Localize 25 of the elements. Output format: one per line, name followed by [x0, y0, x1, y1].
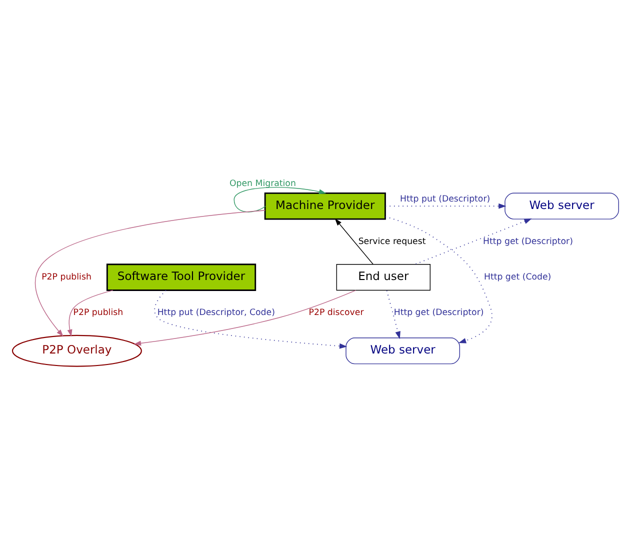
edge-label: Http get (Descriptor) — [483, 236, 573, 246]
arrow — [386, 290, 400, 339]
edge-label: Service request — [358, 236, 426, 246]
edge-label: Http put (Descriptor) — [400, 194, 490, 204]
edge-label: Open Migration — [229, 178, 296, 188]
arrow — [334, 218, 374, 264]
edge-label: P2P discover — [308, 308, 364, 318]
arrow — [385, 202, 506, 208]
edge-label: Http get (Descriptor) — [394, 308, 484, 318]
node-box: Web server — [346, 337, 460, 364]
arrow — [414, 218, 532, 264]
node-box: Web server — [504, 192, 619, 219]
node-box: Machine Provider — [264, 192, 386, 220]
arrow — [384, 216, 492, 343]
arrow — [134, 289, 356, 346]
arrow — [234, 186, 326, 212]
node-box: End user — [336, 264, 431, 290]
arrow — [34, 210, 266, 336]
edge-label: Http put (Descriptor, Code) — [157, 308, 275, 318]
edge-label: Http get (Code) — [484, 272, 552, 282]
arrow — [67, 289, 114, 336]
node-box: Software Tool Provider — [106, 263, 256, 290]
arrow — [154, 289, 348, 348]
edge-label: P2P publish — [73, 308, 124, 318]
edge-label: P2P publish — [42, 272, 92, 282]
